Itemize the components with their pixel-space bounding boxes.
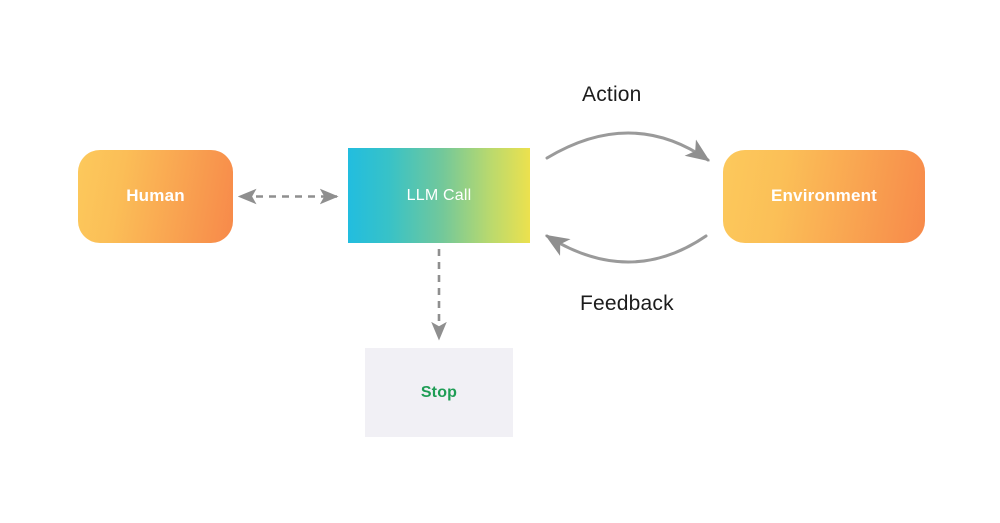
node-stop[interactable]: Stop [365,348,513,437]
node-stop-label: Stop [420,383,458,401]
node-llm-call[interactable]: LLM Call [348,148,530,243]
node-human-label: Human [126,186,185,206]
edge-action-arc [545,131,710,162]
node-environment-label: Environment [770,186,878,206]
edge-label-feedback: Feedback [580,292,674,315]
edge-label-action: Action [582,83,642,106]
node-environment[interactable]: Environment [723,150,925,243]
node-llm-call-label: LLM Call [406,186,472,204]
edge-feedback-arc [544,234,708,264]
node-human[interactable]: Human [78,150,233,243]
